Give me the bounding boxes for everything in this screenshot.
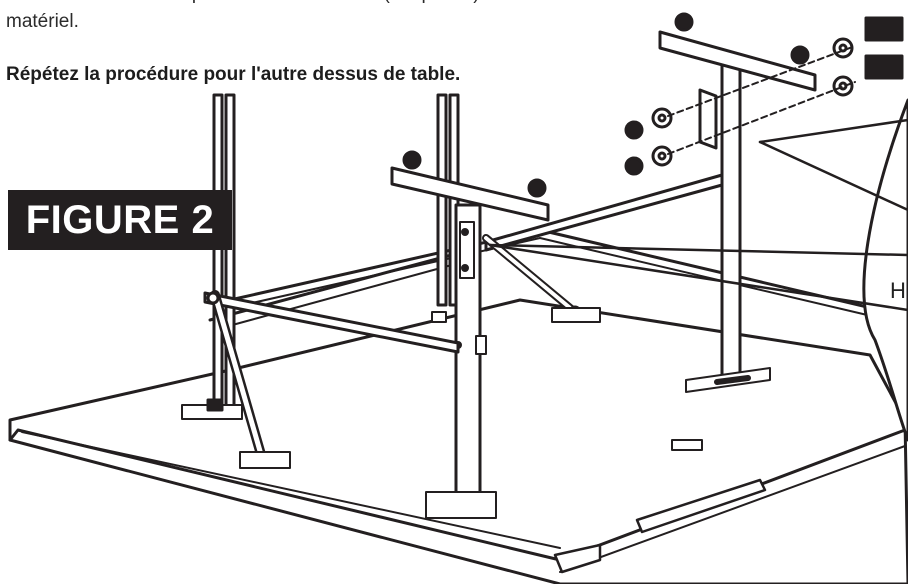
assembly-guides [667,45,856,155]
cross-bars [203,173,724,469]
front-leg [390,166,550,519]
instruction-previous-line: matériel. [6,11,79,32]
figure-label: FIGURE 2 [8,190,232,250]
bracket-icon [698,88,718,150]
floor-bracket [671,439,703,451]
callout-letter: H [890,278,906,303]
instruction-previous-cut: caractère suivant indiquant l'aide des v… [6,0,646,8]
bolt-icon [864,16,904,80]
instruction-previous: caractère suivant indiquant l'aide des v… [6,0,646,36]
nut-icon [624,120,644,176]
left-posts [181,93,243,420]
caster-icon [402,12,810,198]
instruction-repeat: Répétez la procédure pour l'autre dessus… [6,64,461,85]
callout-magnifier [488,98,908,442]
